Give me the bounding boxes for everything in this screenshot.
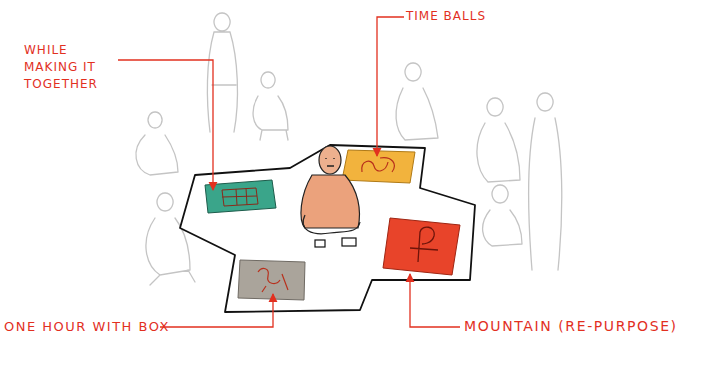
green-card bbox=[205, 180, 276, 213]
leader-line bbox=[410, 274, 460, 327]
callout-label: WHILE MAKING IT TOGETHER bbox=[24, 42, 116, 93]
seated-person bbox=[477, 98, 520, 182]
red-card bbox=[383, 218, 460, 275]
card-drawing bbox=[222, 188, 258, 206]
card-drawing bbox=[362, 158, 395, 172]
leader-line bbox=[160, 294, 273, 327]
small-card bbox=[342, 238, 356, 246]
leader-line bbox=[118, 60, 213, 190]
card-drawing bbox=[258, 269, 288, 292]
callout-label: MOUNTAIN (RE-PURPOSE) bbox=[464, 318, 678, 335]
card-drawing bbox=[410, 227, 438, 262]
leader-line bbox=[377, 17, 404, 156]
callout-label: TIME BALLS bbox=[406, 8, 486, 25]
standing-person bbox=[207, 13, 237, 132]
grey-card bbox=[238, 260, 305, 300]
small-card bbox=[315, 240, 325, 247]
standing-person bbox=[529, 93, 562, 270]
seated-person bbox=[483, 185, 522, 246]
seated-person bbox=[396, 63, 438, 140]
seated-person bbox=[253, 72, 288, 140]
person-face bbox=[326, 158, 334, 166]
seated-person bbox=[136, 112, 178, 175]
yellow-card bbox=[342, 150, 415, 183]
leader-lines bbox=[118, 17, 460, 327]
cross-table bbox=[180, 145, 475, 312]
callout-label: ONE HOUR WITH BOX bbox=[4, 318, 170, 335]
person-body bbox=[301, 175, 360, 228]
person-head bbox=[319, 146, 341, 174]
person-arms bbox=[303, 215, 360, 234]
